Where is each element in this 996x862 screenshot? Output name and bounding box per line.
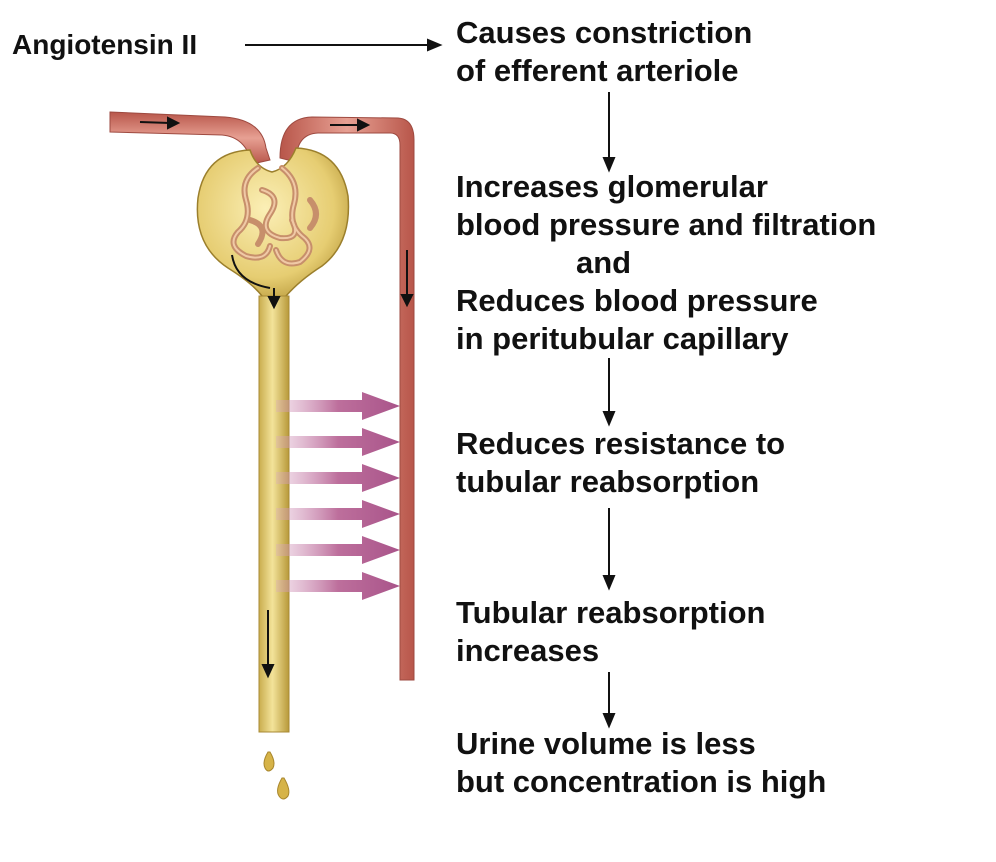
step-conjunction: and (576, 245, 632, 280)
angiotensin-label: Angiotensin II (12, 29, 198, 60)
arrow-source-to-step1 (245, 38, 443, 52)
reabsorption-arrow (276, 572, 400, 600)
efferent-arteriole (279, 116, 415, 681)
step-efferent-constriction: Causes constriction of efferent arteriol… (456, 14, 752, 90)
afferent-arteriole (109, 111, 271, 165)
arrow-step1-to-step2 (602, 92, 616, 173)
filtrate-flow-arrows (231, 254, 281, 679)
step-reabsorption-increases: Tubular reabsorption increases (456, 594, 765, 670)
flowchart-connectors (245, 38, 616, 729)
reabsorption-arrows (276, 392, 400, 600)
reabsorption-arrow (276, 392, 400, 420)
urine-droplets (263, 751, 290, 800)
step-line: Tubular reabsorption (456, 595, 766, 630)
step-glomerular-pressure: Increases glomerular blood pressure and … (456, 168, 876, 358)
reabsorption-arrow (276, 500, 400, 528)
glomerular-capsule (196, 147, 350, 301)
step-line: Urine volume is less (456, 726, 756, 761)
step-reduced-resistance: Reduces resistance to tubular reabsorpti… (456, 425, 785, 501)
step-line: Reduces blood pressure (456, 283, 818, 318)
step-line: in peritubular capillary (456, 321, 789, 356)
step-line: Causes constriction (456, 15, 753, 50)
step-line: Increases glomerular (456, 169, 768, 204)
step-line: increases (456, 633, 600, 668)
reabsorption-arrow (276, 428, 400, 456)
step-line: Reduces resistance to (456, 426, 786, 461)
arrow-step3-to-step4 (602, 508, 616, 591)
reabsorption-arrow (276, 536, 400, 564)
step-line: blood pressure and filtration (456, 207, 877, 242)
step-urine-outcome: Urine volume is less but concentration i… (456, 725, 826, 801)
blood-flow-arrows (139, 116, 414, 308)
step-line: but concentration is high (456, 764, 827, 799)
arrow-step2-to-step3 (602, 358, 616, 427)
arrow-step4-to-step5 (602, 672, 616, 729)
glomerulus-highlight (232, 167, 311, 265)
step-line: tubular reabsorption (456, 464, 760, 499)
step-line: of efferent arteriole (456, 53, 739, 88)
reabsorption-arrow (276, 464, 400, 492)
